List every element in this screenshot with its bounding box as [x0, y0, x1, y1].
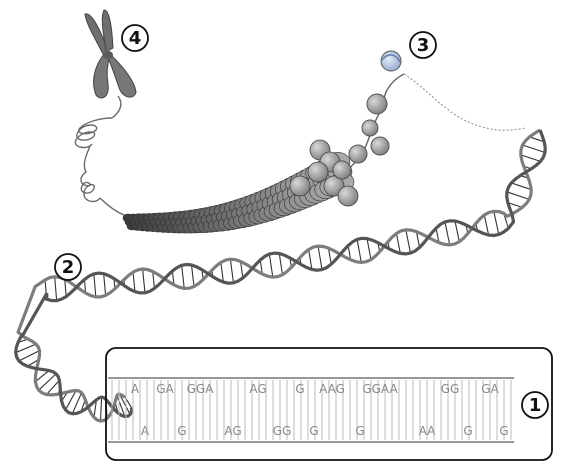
thin-dna-strand: [404, 74, 526, 130]
bottom-strand-base: G: [499, 424, 508, 438]
callout-4: 4: [122, 25, 148, 51]
helix-rung: [133, 272, 135, 292]
helix-rung: [523, 145, 545, 152]
helix-rung: [55, 277, 57, 301]
callout-1: 1: [522, 392, 548, 418]
fiber-nucleosome: [308, 162, 328, 182]
helix-rung: [269, 254, 272, 277]
nucleosome: [349, 145, 367, 163]
helix-rung: [367, 239, 371, 260]
bottom-strand-base: G: [309, 424, 318, 438]
fiber-nucleosome: [338, 186, 358, 206]
bottom-strand-base: G: [177, 424, 186, 438]
chromosome-arm-lower-left: [94, 54, 110, 98]
chromatin-fiber: [123, 140, 358, 233]
top-strand-base: GA: [156, 382, 174, 396]
callout-3: 3: [410, 32, 436, 58]
fiber-nucleosome: [290, 176, 310, 196]
helix-rung: [143, 269, 145, 293]
nucleosome: [367, 94, 387, 114]
chromosome-arm-lower-right: [108, 54, 136, 97]
bottom-strand-base: GG: [273, 424, 292, 438]
beads-on-string: [333, 51, 526, 179]
top-strand-base: AAG: [319, 382, 345, 396]
bottom-strand-base: A: [141, 424, 150, 438]
bottom-strand-base: G: [463, 424, 472, 438]
nucleosome-highlighted: [381, 51, 401, 71]
callout-1-label: 1: [529, 395, 542, 416]
nucleosome: [362, 120, 378, 136]
helix-rung: [494, 211, 499, 234]
helix-rung: [318, 246, 322, 269]
top-strand-base: AG: [249, 382, 266, 396]
helix-rung: [445, 222, 450, 245]
helix-rung: [94, 274, 96, 297]
bottom-strand-base: AA: [419, 424, 437, 438]
helix-rung: [511, 183, 531, 190]
centromere: [103, 51, 113, 59]
helix-strand-b: [16, 130, 546, 417]
helix-rung: [65, 279, 66, 296]
callout-2-label: 2: [62, 257, 75, 278]
helix-rung: [406, 230, 411, 253]
top-strand-base: GGA: [187, 382, 215, 396]
top-strand-base: GGAA: [362, 382, 398, 396]
chromosome: [85, 10, 136, 98]
helix-rung: [309, 250, 312, 270]
helix-rung: [507, 192, 529, 199]
helix-rung: [521, 155, 541, 162]
helix-rung: [396, 233, 400, 253]
helix-rung: [279, 253, 282, 274]
helix-rung: [46, 380, 59, 394]
helix-rung: [230, 259, 233, 283]
nucleosome: [333, 161, 351, 179]
bottom-strand-base: AG: [224, 424, 241, 438]
helix-rung: [484, 215, 488, 235]
top-strand-base: A: [131, 382, 140, 396]
helix-rung: [182, 265, 185, 288]
top-strand-base: GG: [441, 382, 460, 396]
helix-rung: [104, 274, 106, 296]
helix-rung: [16, 344, 36, 352]
top-strand-base: GA: [481, 382, 499, 396]
helix-rung: [455, 221, 459, 242]
callout-4-label: 4: [129, 28, 142, 49]
helix-rung: [221, 262, 223, 282]
helix-rung: [19, 351, 40, 361]
bottom-strand-base: G: [355, 424, 364, 438]
nucleosome: [371, 137, 389, 155]
callout-3-label: 3: [417, 35, 430, 56]
helix-rung: [192, 265, 194, 287]
top-strand-base: G: [295, 382, 304, 396]
callout-2: 2: [55, 254, 81, 280]
helix-rung: [100, 397, 101, 421]
chromatin-coil: [75, 96, 126, 216]
helix-rung: [357, 239, 361, 262]
